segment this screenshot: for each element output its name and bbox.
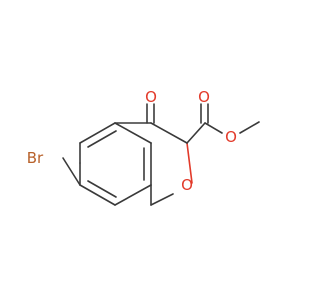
molecule-structure-diagram: Br O O O O: [27, 88, 260, 206]
aromatic-double-bond-top: [87, 130, 117, 148]
bond-ester-o-methyl: [239, 121, 260, 134]
bond-c4a-c5-top: [114, 122, 152, 144]
bond-c3-ester-c: [186, 122, 206, 144]
aromatic-double-bond-bottom-left: [87, 180, 117, 198]
ketone-group: [146, 103, 155, 124]
bond-c4a-c5: [79, 122, 116, 144]
bromine-substituent: [62, 157, 81, 186]
benzene-ring: [79, 122, 152, 206]
bond-ring-o-c3: [186, 142, 193, 184]
methyl-ester-group: [186, 103, 260, 144]
pyranone-ring: [114, 122, 193, 206]
bond-ester-c-o: [204, 122, 223, 134]
bond-c3-c4: [150, 122, 188, 144]
bond-c7-c8: [79, 184, 116, 206]
atom-label-ester-carbonyl-oxygen: O: [198, 88, 210, 106]
atom-label-ester-oxygen: O: [225, 128, 237, 146]
bond-c8-c8a: [114, 184, 152, 206]
atom-label-ring-oxygen: O: [181, 176, 193, 194]
atom-label-bromine: Br: [27, 149, 44, 167]
bond-c1-ring-o: [150, 193, 174, 206]
atom-label-ketone-oxygen: O: [145, 88, 157, 106]
bond-c7-br-carbon: [62, 157, 81, 186]
